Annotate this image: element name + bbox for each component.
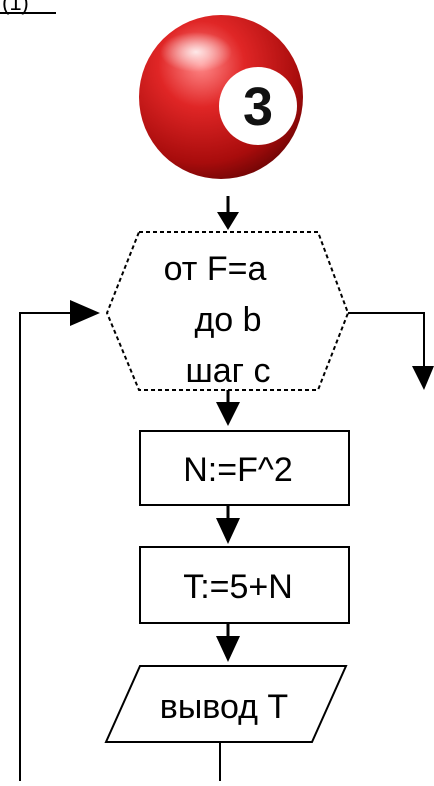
arrow-down-icon — [412, 366, 434, 390]
return-line-left — [19, 312, 75, 781]
loop-exit-line — [348, 312, 425, 370]
process-box-2 — [139, 546, 350, 624]
loop-line-3: шаг с — [185, 352, 270, 390]
process-1-text: N:=F^2 — [183, 451, 293, 489]
loop-line-2: до b — [194, 301, 261, 339]
arrow-down-icon — [217, 212, 239, 230]
arrow-down-icon — [216, 518, 240, 544]
output-text: вывод T — [160, 688, 288, 726]
loop-line-1: от F=a — [164, 250, 267, 288]
process-2-text: T:=5+N — [183, 568, 293, 606]
output-parallelogram — [104, 665, 348, 743]
billiard-ball-icon: 3 — [139, 15, 303, 179]
process-box-1 — [139, 430, 350, 506]
arrow-down-icon — [216, 636, 240, 662]
arrow-down-icon — [216, 402, 240, 426]
loop-hexagon — [105, 231, 350, 391]
ball-number: 3 — [243, 77, 273, 137]
header-fragment-text: (1) — [2, 0, 29, 15]
arrow-right-icon — [70, 300, 100, 326]
